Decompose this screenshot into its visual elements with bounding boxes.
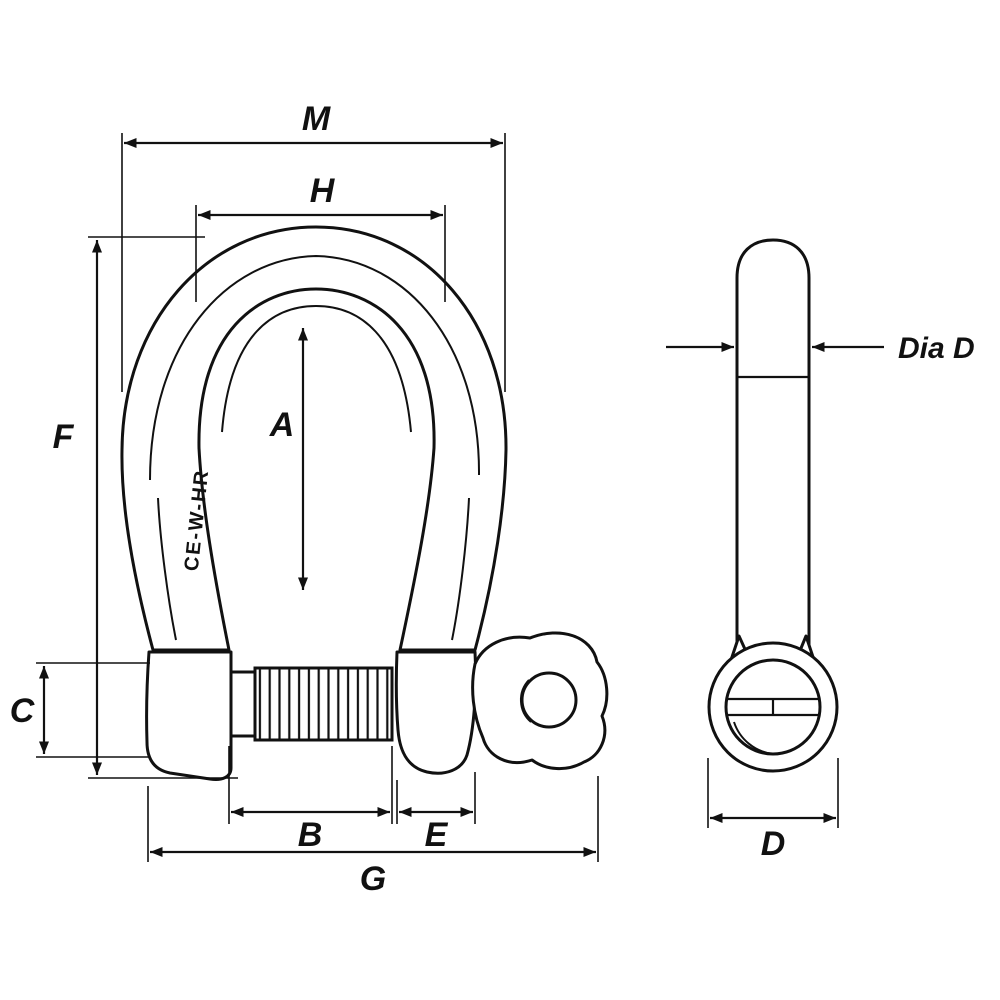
dimension-E: E — [396, 772, 476, 854]
pin-head-eye-hole — [520, 671, 578, 729]
dimension-H: H — [195, 172, 446, 302]
pin-head-inner-shading — [733, 721, 774, 755]
pin-head-eye-shading — [519, 679, 532, 723]
dim-G-label: G — [360, 860, 386, 898]
left-ear — [145, 650, 233, 781]
dimension-B: B — [228, 746, 393, 854]
dimension-F: F — [53, 236, 238, 779]
dim-B-label: B — [298, 816, 323, 854]
bow-highlight-outer — [149, 254, 481, 481]
pin-threaded-section — [253, 666, 394, 742]
dimension-D: D — [707, 758, 839, 863]
dim-M-label: M — [302, 100, 331, 138]
pin-collar — [227, 670, 257, 738]
dim-A-label: A — [269, 406, 295, 444]
front-view-shackle: CE-W-HR M H A — [10, 100, 609, 898]
dimension-DiaD: Dia D — [666, 332, 975, 365]
dim-C-label: C — [10, 692, 35, 730]
dim-H-label: H — [310, 172, 336, 210]
dim-F-label: F — [53, 418, 75, 456]
right-arm-shading-line — [451, 497, 470, 641]
side-view-pin: Dia D D — [666, 238, 975, 863]
dimension-M: M — [121, 100, 506, 392]
left-arm-shading-line — [157, 497, 177, 641]
dim-D-label: D — [761, 825, 786, 863]
shackle-bow-body — [120, 225, 508, 652]
dim-E-label: E — [425, 816, 449, 854]
bow-highlight-inner — [221, 304, 412, 433]
right-ear — [394, 650, 478, 775]
dimension-A: A — [269, 328, 308, 590]
dim-DiaD-label: Dia D — [898, 332, 975, 365]
pin-shaft — [735, 238, 811, 650]
dimension-G: G — [147, 776, 599, 898]
dimension-C: C — [10, 662, 150, 758]
